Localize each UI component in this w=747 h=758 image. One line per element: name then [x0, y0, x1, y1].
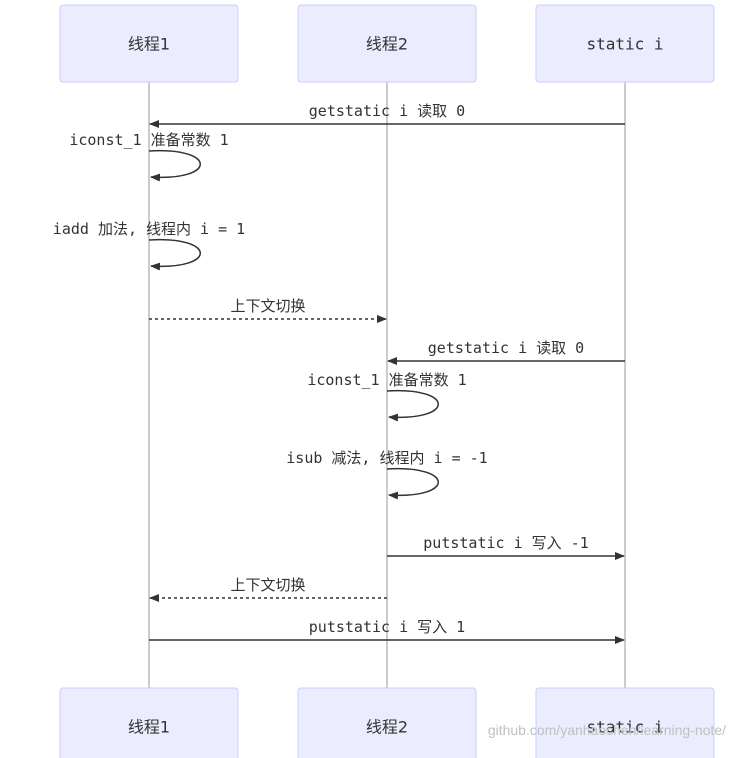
- message-label: iconst_1 准备常数 1: [307, 371, 466, 389]
- actor-t1-top: 线程1: [59, 4, 239, 83]
- message-label: getstatic i 读取 0: [428, 339, 584, 357]
- message-6: iconst_1 准备常数 1: [307, 371, 467, 422]
- actor-label: 线程1: [128, 718, 170, 737]
- message-label: iadd 加法, 线程内 i = 1: [53, 220, 245, 238]
- messages: getstatic i 读取 0 iconst_1 准备常数 1 iadd 加法, …: [53, 102, 625, 644]
- actor-box: [297, 687, 477, 758]
- actor-t2-top: 线程2: [297, 4, 477, 83]
- message-2: iconst_1 准备常数 1: [69, 131, 229, 182]
- message-label: putstatic i 写入 1: [309, 618, 465, 636]
- actors-top: 线程1 线程2 static i: [59, 4, 715, 83]
- message-label: 上下文切换: [230, 297, 305, 315]
- actor-t1-bottom: 线程1: [59, 687, 239, 758]
- message-9: 上下文切换: [149, 576, 387, 602]
- message-3: iadd 加法, 线程内 i = 1: [53, 220, 245, 271]
- actor-t2-bottom: 线程2: [297, 687, 477, 758]
- actor-box: [535, 4, 715, 83]
- actor-label: 线程1: [128, 35, 170, 54]
- message-5: getstatic i 读取 0: [387, 339, 625, 365]
- message-label: 上下文切换: [230, 576, 305, 594]
- message-4: 上下文切换: [149, 297, 387, 323]
- actor-label: 线程2: [366, 718, 408, 737]
- actor-box: [59, 687, 239, 758]
- actors-bottom: 线程1 线程2 static i: [59, 687, 715, 758]
- actor-label: static i: [586, 718, 663, 737]
- actor-label: static i: [586, 35, 663, 54]
- actor-box: [535, 687, 715, 758]
- actor-label: 线程2: [366, 35, 408, 54]
- message-1: getstatic i 读取 0: [149, 102, 625, 128]
- actor-si-top: static i: [535, 4, 715, 83]
- message-label: putstatic i 写入 -1: [423, 534, 588, 552]
- self-loop-arrow: [386, 467, 439, 500]
- message-7: isub 减法, 线程内 i = -1: [286, 449, 488, 500]
- actor-box: [59, 4, 239, 83]
- lifelines: [148, 82, 626, 688]
- message-8: putstatic i 写入 -1: [387, 534, 625, 560]
- actor-si-bottom: static i: [535, 687, 715, 758]
- self-loop-arrow: [386, 389, 439, 422]
- self-loop-arrow: [148, 238, 201, 271]
- message-10: putstatic i 写入 1: [149, 618, 625, 644]
- self-loop-arrow: [148, 149, 201, 182]
- watermark-text: github.com/yanhaochen/learning-note/: [488, 722, 726, 738]
- message-label: iconst_1 准备常数 1: [69, 131, 228, 149]
- message-label: getstatic i 读取 0: [309, 102, 465, 120]
- actor-box: [297, 4, 477, 83]
- message-label: isub 减法, 线程内 i = -1: [286, 449, 487, 467]
